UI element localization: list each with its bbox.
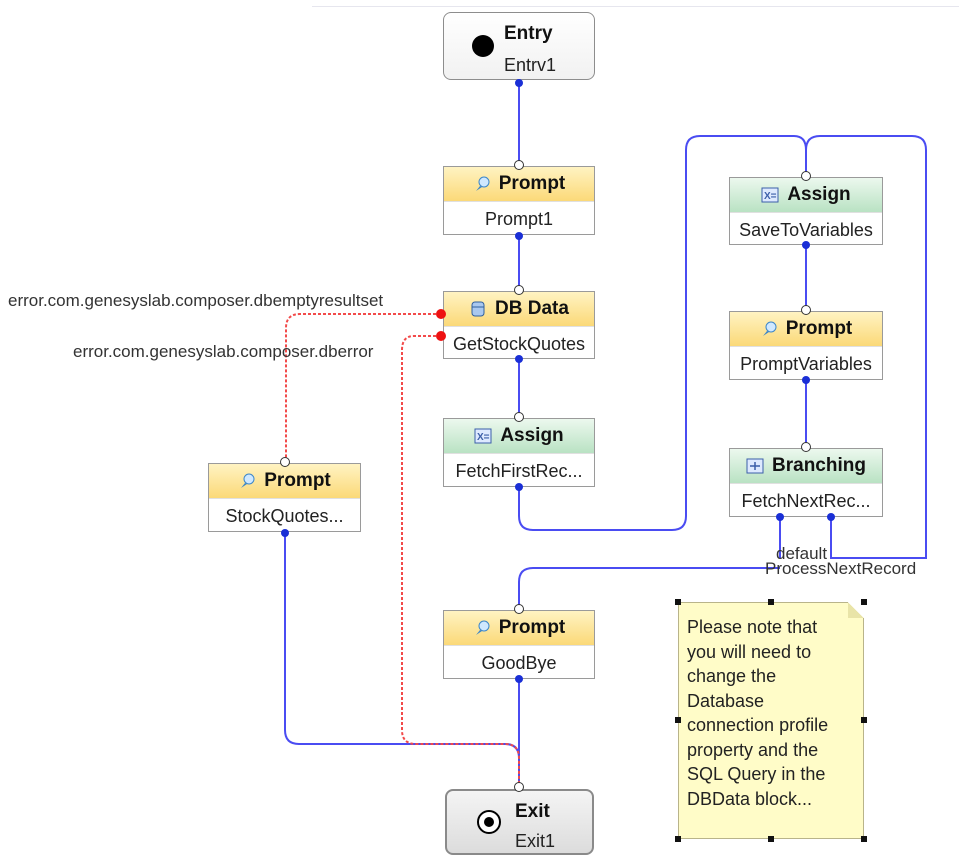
assign1-in-port[interactable] bbox=[514, 412, 524, 422]
note-line: connection profile bbox=[687, 715, 829, 735]
filled-circle-icon bbox=[472, 35, 494, 57]
resize-handle[interactable] bbox=[675, 836, 681, 842]
prompt1-out-port[interactable] bbox=[515, 232, 523, 240]
branching-type: Branching bbox=[772, 455, 866, 476]
exit-in-port[interactable] bbox=[514, 782, 524, 792]
note-line: change the bbox=[687, 666, 777, 686]
resize-handle[interactable] bbox=[675, 717, 681, 723]
note-line: DBData block... bbox=[687, 788, 813, 809]
exit-title: Exit bbox=[515, 801, 550, 822]
branching-default-port[interactable] bbox=[776, 513, 784, 521]
dbdata-type: DB Data bbox=[495, 298, 569, 319]
dberror-edge-label: error.com.genesyslab.composer.dberror bbox=[73, 342, 374, 361]
assign1-block[interactable]: X= Assign FetchFirstRec... bbox=[443, 418, 595, 487]
speech-bubble-icon bbox=[760, 320, 778, 338]
branching-processnext-port[interactable] bbox=[827, 513, 835, 521]
goodbye-out-port[interactable] bbox=[515, 675, 523, 683]
speech-bubble-icon bbox=[473, 175, 491, 193]
exit-name: Exit1 bbox=[515, 831, 556, 851]
resize-handle[interactable] bbox=[675, 599, 681, 605]
resize-handle[interactable] bbox=[768, 836, 774, 842]
canvas-top-rule bbox=[312, 6, 959, 7]
prompt1-type: Prompt bbox=[498, 173, 566, 194]
note-line: Database bbox=[687, 690, 765, 711]
sticky-note[interactable]: Please note that you will need to change… bbox=[678, 602, 864, 839]
goodbye-type: Prompt bbox=[498, 617, 566, 638]
wire-branching-processnext bbox=[805, 135, 927, 559]
stockquotes-prompt-type: Prompt bbox=[264, 470, 331, 491]
resize-handle[interactable] bbox=[861, 599, 867, 605]
stockquotes-out-port[interactable] bbox=[281, 529, 289, 537]
note-line: SQL Query in the bbox=[687, 764, 826, 784]
assign2-type: Assign bbox=[787, 184, 851, 205]
resize-handle[interactable] bbox=[768, 599, 774, 605]
note-line: Please note that bbox=[687, 617, 818, 637]
entry-out-port[interactable] bbox=[515, 79, 523, 87]
entry-title: Entry bbox=[504, 23, 553, 44]
speech-bubble-icon bbox=[238, 472, 256, 490]
prompt1-block[interactable]: Prompt Prompt1 bbox=[443, 166, 595, 235]
entry-node[interactable]: Entry Entrv1 bbox=[443, 12, 595, 80]
goodbye-block[interactable]: Prompt GoodBye bbox=[443, 610, 595, 679]
assign2-out-port[interactable] bbox=[802, 241, 810, 249]
variable-x-icon: X= bbox=[474, 427, 492, 445]
resize-handle[interactable] bbox=[861, 717, 867, 723]
assign2-name: SaveToVariables bbox=[739, 219, 873, 240]
prompt2-block[interactable]: Prompt PromptVariables bbox=[729, 311, 883, 380]
target-circle-icon bbox=[477, 810, 501, 834]
assign2-block[interactable]: X= Assign SaveToVariables bbox=[729, 177, 883, 245]
dbdata-out-port[interactable] bbox=[515, 355, 523, 363]
svg-text:X=: X= bbox=[764, 191, 777, 202]
variable-x-icon: X= bbox=[761, 186, 779, 204]
wire-assign1-assign2 bbox=[518, 135, 807, 531]
prompt2-out-port[interactable] bbox=[802, 376, 810, 384]
stockquotes-prompt-name: StockQuotes... bbox=[225, 505, 344, 526]
exit-node[interactable]: Exit Exit1 bbox=[445, 789, 594, 855]
goodbye-name: GoodBye bbox=[481, 652, 557, 673]
dbempty-edge-label: error.com.genesyslab.composer.dbemptyres… bbox=[8, 291, 384, 310]
resize-handle[interactable] bbox=[861, 836, 867, 842]
database-icon bbox=[469, 300, 487, 318]
branching-in-port[interactable] bbox=[801, 442, 811, 452]
note-line: property and the bbox=[687, 739, 819, 760]
assign2-in-port[interactable] bbox=[801, 171, 811, 181]
dbempty-error-port[interactable] bbox=[436, 309, 446, 319]
dbdata-block[interactable]: DB Data GetStockQuotes bbox=[443, 291, 595, 359]
processnext-edge-label: ProcessNextRecord bbox=[765, 559, 917, 578]
prompt2-in-port[interactable] bbox=[801, 305, 811, 315]
wire-dberror-exit bbox=[401, 335, 520, 785]
branching-block[interactable]: Branching FetchNextRec... bbox=[729, 448, 883, 517]
wire-to-goodbye bbox=[518, 567, 780, 605]
branch-icon bbox=[746, 457, 764, 475]
branching-name: FetchNextRec... bbox=[741, 490, 871, 511]
default-edge-label: default bbox=[776, 544, 828, 563]
dbdata-name: GetStockQuotes bbox=[452, 333, 586, 354]
assign1-type: Assign bbox=[500, 425, 564, 446]
stockquotes-prompt-block[interactable]: Prompt StockQuotes... bbox=[208, 463, 361, 532]
dberror-error-port[interactable] bbox=[436, 331, 446, 341]
stockquotes-in-port[interactable] bbox=[280, 457, 290, 467]
entry-name: Entrv1 bbox=[504, 55, 557, 75]
prompt2-type: Prompt bbox=[785, 318, 853, 339]
prompt2-name: PromptVariables bbox=[740, 353, 872, 374]
assign1-name: FetchFirstRec... bbox=[455, 460, 583, 481]
wire-dbempty-stockprompt bbox=[285, 313, 441, 458]
assign1-out-port[interactable] bbox=[515, 483, 523, 491]
goodbye-in-port[interactable] bbox=[514, 604, 524, 614]
svg-text:X=: X= bbox=[477, 432, 490, 443]
note-line: you will need to bbox=[687, 641, 812, 662]
speech-bubble-icon bbox=[473, 619, 491, 637]
dbdata-in-port[interactable] bbox=[514, 285, 524, 295]
prompt1-in-port[interactable] bbox=[514, 160, 524, 170]
note-fold-corner bbox=[848, 602, 864, 618]
prompt1-name: Prompt1 bbox=[484, 208, 554, 229]
